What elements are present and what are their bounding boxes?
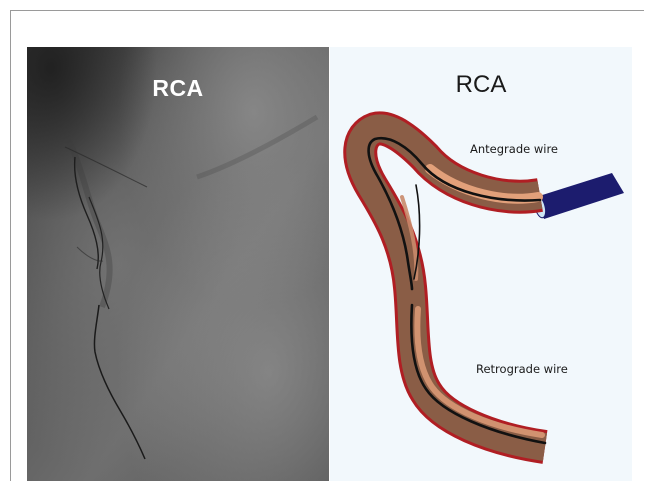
antegrade-wire-label: Antegrade wire	[470, 142, 558, 156]
retrograde-wire-label: Retrograde wire	[476, 362, 568, 376]
angiogram-title: RCA	[27, 75, 329, 102]
angiogram-image	[27, 47, 329, 481]
schematic-title: RCA	[330, 71, 632, 99]
schematic-panel: RCA Antegrade wire Retrograde wire	[330, 47, 632, 481]
schematic-diagram	[330, 47, 632, 481]
angiogram-panel: RCA	[27, 47, 329, 481]
guiding-catheter	[536, 173, 624, 219]
